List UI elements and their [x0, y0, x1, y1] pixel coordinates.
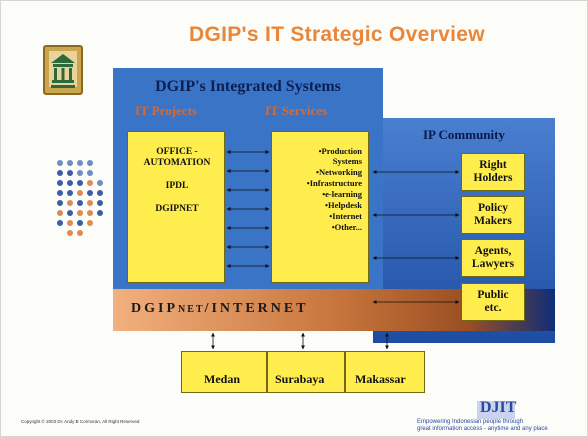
decorative-dot-grid — [55, 158, 111, 248]
dgip-logo — [43, 45, 83, 95]
agents-lawyers-box: Agents, Lawyers — [461, 239, 525, 277]
network-label-net: NET — [178, 304, 205, 315]
project-dgipnet: DGIPNET — [155, 204, 199, 214]
slide-title: DGIP's IT Strategic Overview — [189, 23, 485, 46]
network-label-dgip: DGIP — [131, 301, 178, 316]
djit-logo-icon — [477, 401, 515, 419]
city-medan: Medan — [204, 372, 240, 386]
it-projects-box: OFFICE - AUTOMATION IPDL DGIPNET — [127, 131, 225, 283]
service-systems: Systems — [332, 156, 362, 166]
copyright-text: Copyright © 2003 Dr. Andy B Cormoran, Al… — [21, 419, 140, 424]
service-elearning: •e-learning — [322, 189, 362, 199]
service-internet: •Internet — [329, 211, 362, 221]
service-helpdesk: •Helpdesk — [325, 200, 362, 210]
service-production: •Production — [318, 146, 362, 156]
public-line1: Public — [477, 289, 509, 301]
djit-brand: DJIT — [480, 399, 517, 416]
project-automation: AUTOMATION — [143, 158, 211, 168]
makassar-box — [345, 351, 425, 393]
right-holders-line2: Holders — [473, 172, 513, 184]
network-label: DGIPNET/INTERNET — [131, 301, 309, 317]
policy-makers-box: Policy Makers — [461, 196, 525, 234]
it-services-label: IT Services — [265, 103, 328, 118]
tagline-line2: great information access - anytime and a… — [417, 426, 548, 432]
service-other: •Other... — [331, 222, 362, 232]
medan-box — [181, 351, 267, 393]
policy-makers-line1: Policy — [477, 202, 509, 214]
agents-lawyers-line2: Lawyers — [471, 258, 515, 270]
policy-makers-line2: Makers — [474, 215, 512, 227]
right-holders-box: Right Holders — [461, 153, 525, 191]
project-ipdl: IPDL — [165, 181, 189, 191]
tagline-line1: Empowering Indonesian people through — [417, 419, 524, 425]
service-infrastructure: •Infrastructure — [306, 178, 362, 188]
it-projects-label: IT Projects — [135, 103, 197, 118]
public-line2: etc. — [484, 302, 502, 314]
network-label-internet: /INTERNET — [204, 301, 309, 316]
integrated-systems-title: DGIP's Integrated Systems — [155, 78, 341, 95]
city-surabaya: Surabaya — [275, 372, 325, 386]
city-makassar: Makassar — [355, 372, 406, 386]
surabaya-box — [267, 351, 345, 393]
public-box: Public etc. — [461, 283, 525, 321]
right-holders-line1: Right — [479, 159, 507, 171]
building-icon — [49, 51, 77, 88]
it-services-box: •Production Systems •Networking •Infrast… — [271, 131, 369, 283]
agents-lawyers-line1: Agents, — [474, 245, 512, 257]
service-networking: •Networking — [316, 167, 362, 177]
ip-community-title: IP Community — [423, 127, 505, 142]
footer-tagline: Empowering Indonesian people through gre… — [417, 419, 548, 433]
project-office: OFFICE - — [156, 147, 198, 157]
